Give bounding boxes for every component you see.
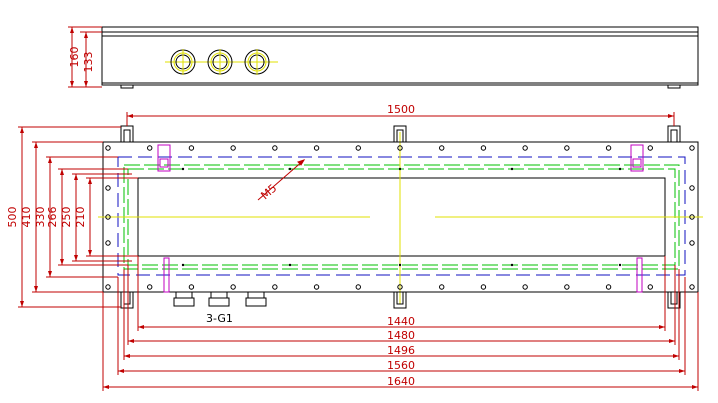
gland-callout: 3-G1 (206, 312, 233, 325)
thread-callout (257, 159, 306, 201)
bolt-hole (272, 145, 278, 151)
bolt-hole (355, 284, 361, 290)
side-view-dimensions (68, 26, 102, 88)
dim-vert-410: 410 (20, 207, 33, 228)
bolt-hole (439, 145, 445, 151)
side-view-glands (165, 49, 278, 75)
bolt-hole (689, 284, 695, 290)
bolt-hole (105, 185, 111, 191)
bolt-hole (105, 284, 111, 290)
seal-dot (398, 263, 402, 267)
seal-dot (398, 167, 402, 171)
side-view-body (101, 26, 699, 89)
plan-view: 3-G1 M5 1500 500 410 330 266 250 (6, 103, 703, 391)
dim-top-1500 (126, 112, 675, 126)
bottom-glands (173, 291, 267, 307)
bolt-hole (313, 284, 320, 290)
bolt-hole (188, 145, 195, 151)
bolt-hole (272, 284, 278, 290)
bolt-hole (689, 214, 695, 220)
bolt-hole (105, 240, 111, 246)
gasket-line (117, 156, 686, 276)
seal-dot (510, 167, 514, 171)
dim-vert-266: 266 (46, 207, 59, 228)
bolt-hole (188, 284, 195, 290)
bolt-hole (397, 145, 403, 151)
bolt-hole (647, 284, 653, 290)
bolt-hole (522, 284, 528, 290)
mounting-lugs (120, 125, 681, 309)
dim-vert-330: 330 (34, 207, 47, 228)
bolt-hole (355, 145, 361, 151)
bolt-hole (105, 145, 111, 151)
gland-3 (244, 49, 270, 75)
gland-2 (207, 49, 233, 75)
bolt-hole (522, 145, 528, 151)
bottom-horizontal-dims (102, 256, 699, 391)
dim-bottom-1640: 1640 (387, 375, 415, 388)
dim-side-height-outer: 160 (68, 47, 81, 68)
seal-dot (181, 263, 185, 267)
side-view: 160 133 (68, 26, 699, 89)
bolt-hole (480, 284, 487, 290)
dim-bottom-1496: 1496 (387, 344, 415, 357)
bolt-hole (147, 284, 153, 290)
bolt-hole (147, 145, 153, 151)
bolt-hole (605, 145, 612, 151)
bolt-hole (230, 284, 236, 290)
dim-vert-250: 250 (60, 207, 73, 228)
bolt-hole (605, 284, 612, 290)
dim-vert-210: 210 (74, 207, 87, 228)
bolt-hole (689, 185, 695, 191)
gland-1 (170, 49, 196, 75)
bolt-hole (313, 145, 320, 151)
seal-dot (618, 263, 622, 267)
bolt-hole (689, 145, 695, 151)
seal-dot (288, 263, 292, 267)
seal-dot (288, 167, 292, 171)
dim-bottom-1480: 1480 (387, 329, 415, 342)
bolt-hole (480, 145, 487, 151)
bolt-hole (230, 145, 236, 151)
dim-vert-500: 500 (6, 207, 19, 228)
bolt-hole (439, 284, 445, 290)
dim-side-height-inner: 133 (82, 52, 95, 73)
bolt-hole (105, 214, 111, 220)
bolt-hole (564, 284, 570, 290)
seal-dot (181, 167, 185, 171)
dim-bottom-1440: 1440 (387, 315, 415, 328)
seal-dot (510, 263, 514, 267)
left-vertical-dims (18, 126, 138, 308)
bolt-hole (689, 240, 695, 246)
seal-dot (618, 167, 622, 171)
bolt-holes (105, 145, 695, 290)
bolt-hole (647, 145, 653, 151)
bolt-hole (397, 284, 403, 290)
bolt-hole (564, 145, 570, 151)
dim-bottom-1560: 1560 (387, 359, 415, 372)
clamps (157, 144, 644, 293)
dim-top-1500-label: 1500 (387, 103, 415, 116)
centerlines (98, 132, 703, 304)
